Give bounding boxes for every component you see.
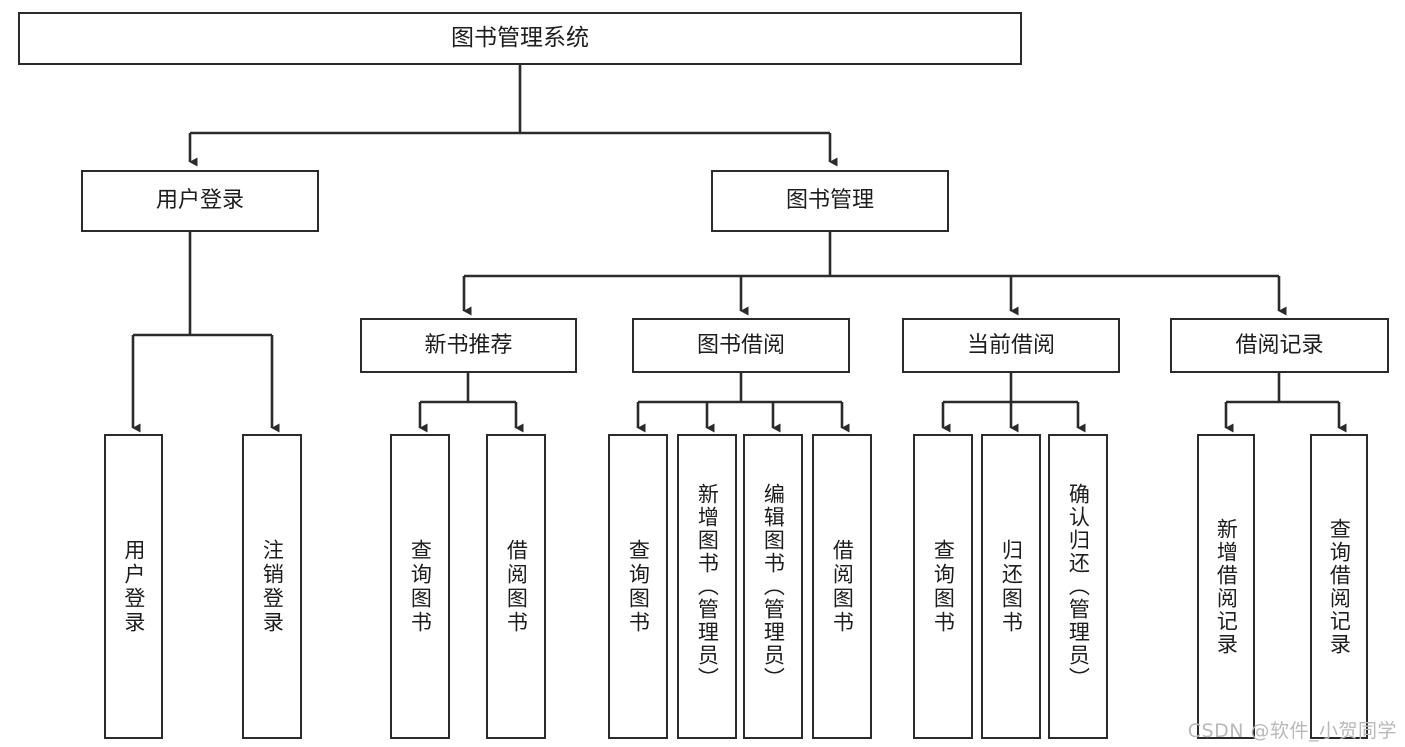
node-label: 注销登录 [260,538,285,635]
node-label: 归还图书 [999,538,1024,635]
leaf-current-borrow-query-book[interactable]: 查询图书 [913,434,973,739]
node-label: 当前借阅 [966,332,1055,358]
node-label: 用户登录 [121,538,146,635]
node-label: 借阅图书 [504,538,529,635]
leaf-book-borrow-edit-book-admin[interactable]: 编辑图书（管理员） [743,434,803,739]
leaf-borrow-record-query-record[interactable]: 查询借阅记录 [1310,434,1368,739]
node-label: 查询图书 [626,538,651,635]
node-label: 新书推荐 [424,332,513,358]
leaf-book-borrow-borrow-book[interactable]: 借阅图书 [812,434,872,739]
leaf-book-borrow-query-book[interactable]: 查询图书 [608,434,668,739]
node-label: 借阅记录 [1235,332,1324,358]
leaf-user-login-logout[interactable]: 注销登录 [242,434,302,739]
node-label: 查询借阅记录 [1327,517,1352,656]
node-user-login[interactable]: 用户登录 [81,170,319,232]
node-label: 图书管理系统 [451,24,589,51]
node-label: 用户登录 [155,188,244,214]
leaf-book-borrow-add-book-admin[interactable]: 新增图书（管理员） [677,434,737,739]
leaf-current-borrow-return-book[interactable]: 归还图书 [981,434,1041,739]
node-label: 确认归还（管理员） [1066,483,1091,690]
node-root-book-management-system[interactable]: 图书管理系统 [18,12,1022,65]
node-label: 查询图书 [931,538,956,635]
node-borrow-record[interactable]: 借阅记录 [1170,318,1389,373]
node-label: 编辑图书（管理员） [761,483,786,690]
leaf-new-book-borrow-book[interactable]: 借阅图书 [486,434,546,739]
node-label: 新增图书（管理员） [695,483,720,690]
node-label: 借阅图书 [830,538,855,635]
csdn-watermark: CSDN @软件_小贺同学 [1187,720,1397,742]
node-book-borrow[interactable]: 图书借阅 [632,318,850,373]
leaf-user-login-login[interactable]: 用户登录 [104,434,163,739]
node-label: 图书借阅 [696,332,785,358]
node-book-management[interactable]: 图书管理 [711,170,949,232]
node-label: 图书管理 [785,188,874,214]
node-label: 查询图书 [408,538,433,635]
leaf-current-borrow-confirm-return-admin[interactable]: 确认归还（管理员） [1048,434,1108,739]
node-current-borrow[interactable]: 当前借阅 [902,318,1120,373]
leaf-new-book-query-book[interactable]: 查询图书 [390,434,450,739]
leaf-borrow-record-add-record[interactable]: 新增借阅记录 [1197,434,1255,739]
node-label: 新增借阅记录 [1214,517,1239,656]
node-new-book-recommend[interactable]: 新书推荐 [360,318,577,373]
